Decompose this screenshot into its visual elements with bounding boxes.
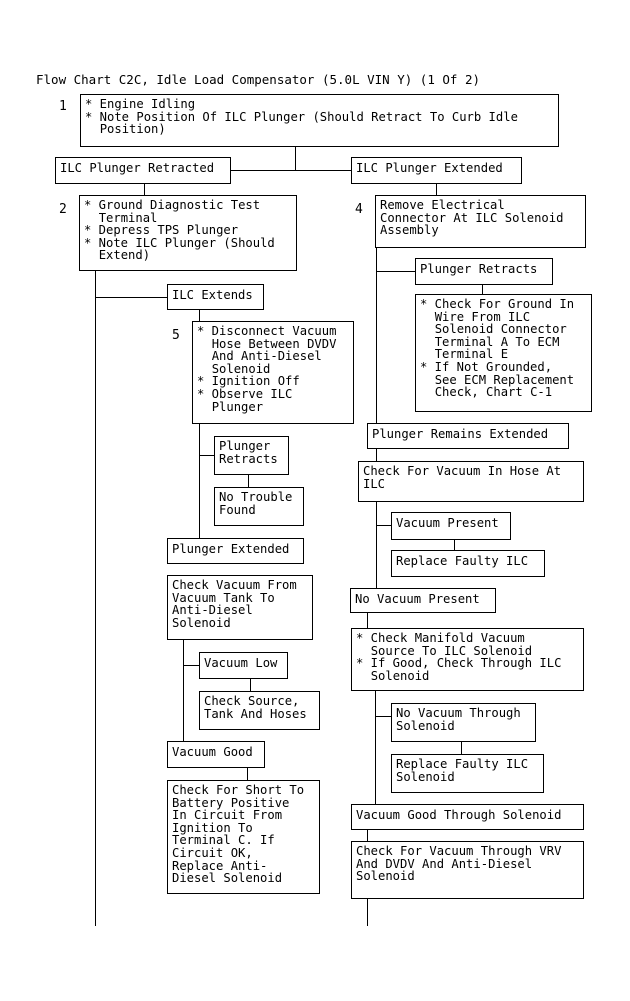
step-number-4: 4 bbox=[355, 202, 363, 217]
ilc-extends-box: ILC Extends bbox=[167, 284, 264, 310]
step-2-box: * Ground Diagnostic Test Terminal * Depr… bbox=[79, 195, 297, 271]
check-vacuum-tank-box: Check Vacuum From Vacuum Tank To Anti-Di… bbox=[167, 575, 313, 640]
step-4-box: Remove Electrical Connector At ILC Solen… bbox=[375, 195, 586, 248]
plunger-retracts-step5-box: Plunger Retracts bbox=[214, 436, 289, 475]
vacuum-good-through-box: Vacuum Good Through Solenoid bbox=[351, 804, 584, 830]
chart-title: Flow Chart C2C, Idle Load Compensator (5… bbox=[36, 72, 481, 87]
check-vacuum-hose-box: Check For Vacuum In Hose At ILC bbox=[358, 461, 584, 502]
replace-faulty-solenoid-box: Replace Faulty ILC Solenoid bbox=[391, 754, 544, 793]
plunger-extended-box: ILC Plunger Extended bbox=[351, 157, 522, 184]
plunger-extended-step5-box: Plunger Extended bbox=[167, 538, 304, 564]
check-vacuum-vrv-box: Check For Vacuum Through VRV And DVDV An… bbox=[351, 841, 584, 899]
no-vacuum-present-box: No Vacuum Present bbox=[350, 588, 496, 613]
step-number-1: 1 bbox=[59, 99, 67, 114]
no-trouble-found-box: No Trouble Found bbox=[214, 487, 304, 526]
check-manifold-box: * Check Manifold Vacuum Source To ILC So… bbox=[351, 628, 584, 691]
vacuum-present-box: Vacuum Present bbox=[391, 512, 511, 540]
check-source-box: Check Source, Tank And Hoses bbox=[199, 691, 320, 730]
check-short-box: Check For Short To Battery Positive In C… bbox=[167, 780, 320, 894]
vacuum-good-box: Vacuum Good bbox=[167, 741, 265, 768]
plunger-retracted-box: ILC Plunger Retracted bbox=[55, 157, 231, 184]
vacuum-low-box: Vacuum Low bbox=[199, 652, 288, 679]
step-1-box: * Engine Idling * Note Position Of ILC P… bbox=[80, 94, 559, 147]
step-number-5: 5 bbox=[172, 328, 180, 343]
check-ground-box: * Check For Ground In Wire From ILC Sole… bbox=[415, 294, 592, 412]
no-vacuum-through-box: No Vacuum Through Solenoid bbox=[391, 703, 536, 742]
step-5-box: * Disconnect Vacuum Hose Between DVDV An… bbox=[192, 321, 354, 424]
plunger-retracts-box: Plunger Retracts bbox=[415, 258, 553, 285]
plunger-remains-extended-box: Plunger Remains Extended bbox=[367, 423, 569, 449]
step-number-2: 2 bbox=[59, 202, 67, 217]
replace-faulty-ilc-box: Replace Faulty ILC bbox=[391, 550, 545, 577]
